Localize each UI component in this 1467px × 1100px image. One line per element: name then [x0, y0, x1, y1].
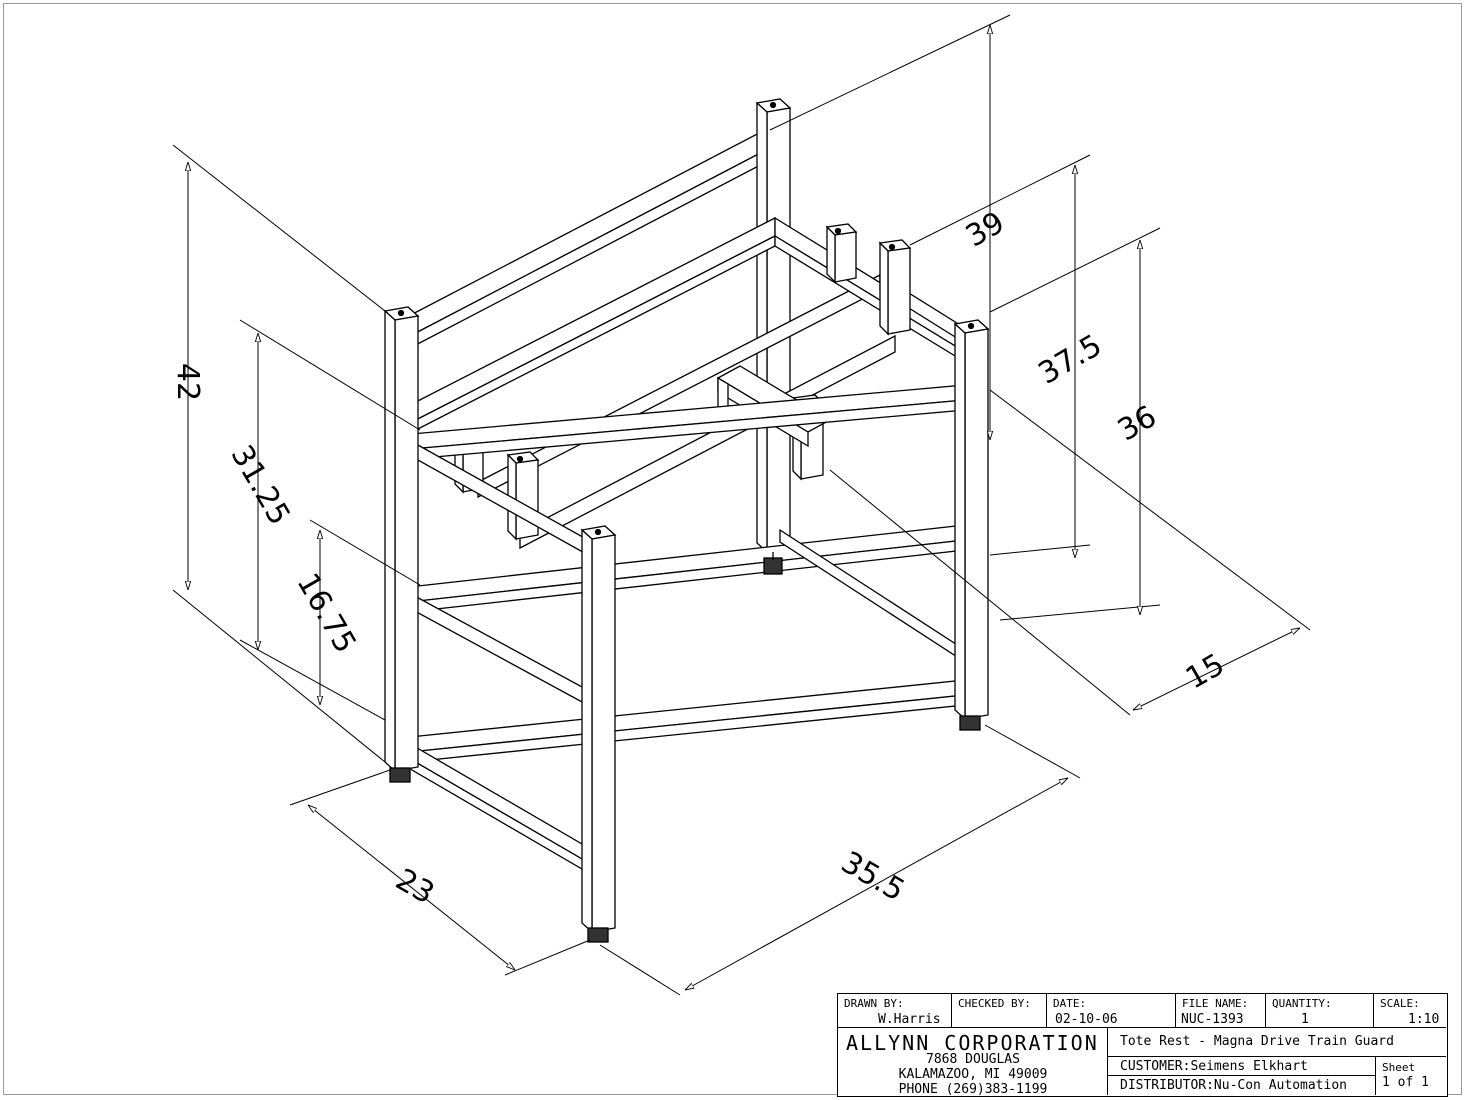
file-name-cell: FILE NAME: NUC-1393: [1176, 994, 1266, 1028]
quantity-cell: QUANTITY: 1: [1266, 994, 1374, 1028]
drawn-by-cell: DRAWN BY: W.Harris: [838, 994, 952, 1028]
address-line-3: PHONE (269)383-1199: [898, 1082, 1048, 1097]
checked-by-label: CHECKED BY:: [958, 997, 1031, 1010]
drawn-by-label: DRAWN BY:: [844, 997, 904, 1010]
date-label: DATE:: [1053, 997, 1087, 1010]
distributor-value: Nu-Con Automation: [1213, 1078, 1347, 1093]
front-right-post: [953, 319, 990, 731]
date-cell: DATE: 02-10-06: [1047, 994, 1176, 1028]
scale-value: 1:10: [1408, 1012, 1440, 1027]
title-block: DRAWN BY: W.Harris CHECKED BY: DATE: 02-…: [837, 993, 1448, 1097]
dim-middle-shelf-height: 31.25: [224, 439, 297, 531]
dim-inner-depth: 15: [1180, 647, 1231, 696]
quantity-value: 1: [1301, 1012, 1309, 1027]
middle-shelf: [399, 384, 966, 717]
drawn-by-value: W.Harris: [878, 1012, 941, 1027]
customer-value: Seimens Elkhart: [1190, 1059, 1308, 1074]
company-name: ALLYNN CORPORATION: [846, 1031, 1099, 1055]
dim-lower-shelf-height: 16.75: [290, 567, 363, 659]
checked-by-cell: CHECKED BY:: [952, 994, 1047, 1028]
drawing-title: Tote Rest - Magna Drive Train Guard: [1120, 1034, 1394, 1049]
scale-cell: SCALE: 1:10: [1374, 994, 1446, 1028]
drawing-frame: [3, 3, 1462, 1095]
dim-top-shelf-height: 36: [1112, 399, 1163, 448]
sheet-label: Sheet: [1382, 1061, 1416, 1074]
file-name-label: FILE NAME:: [1182, 997, 1249, 1010]
dim-length: 35.5: [835, 845, 910, 909]
dim-top-rail-height: 39: [960, 205, 1011, 254]
distributor-label: DISTRIBUTOR:: [1120, 1078, 1214, 1093]
quantity-label: QUANTITY:: [1272, 997, 1332, 1010]
front-left-post: [383, 306, 420, 783]
company-cell: ALLYNN CORPORATION 7868 DOUGLAS KALAMAZO…: [838, 1028, 1108, 1097]
dim-upper-shelf-height: 37.5: [1033, 328, 1108, 392]
date-value: 02-10-06: [1055, 1012, 1118, 1027]
distributor-cell: DISTRIBUTOR:Nu-Con Automation: [1108, 1076, 1376, 1095]
customer-label: CUSTOMER:: [1120, 1059, 1191, 1074]
address-line-2: KALAMAZOO, MI 49009: [898, 1067, 1048, 1082]
title-cell: Tote Rest - Magna Drive Train Guard: [1108, 1028, 1446, 1057]
dim-overall-height: 42: [170, 363, 205, 401]
sheet-cell: Sheet 1 of 1: [1376, 1057, 1446, 1095]
frame-structure: [383, 98, 990, 943]
right-upper-frame: [774, 216, 969, 364]
customer-cell: CUSTOMER:Seimens Elkhart: [1108, 1057, 1376, 1076]
address-line-1: 7868 DOUGLAS: [926, 1052, 1020, 1067]
scale-label: SCALE:: [1380, 997, 1420, 1010]
front-center-post: [580, 525, 617, 943]
sheet-value: 1 of 1: [1382, 1075, 1429, 1090]
file-name-value: NUC-1393: [1181, 1012, 1244, 1027]
dimension-lines: [172, 14, 1311, 996]
